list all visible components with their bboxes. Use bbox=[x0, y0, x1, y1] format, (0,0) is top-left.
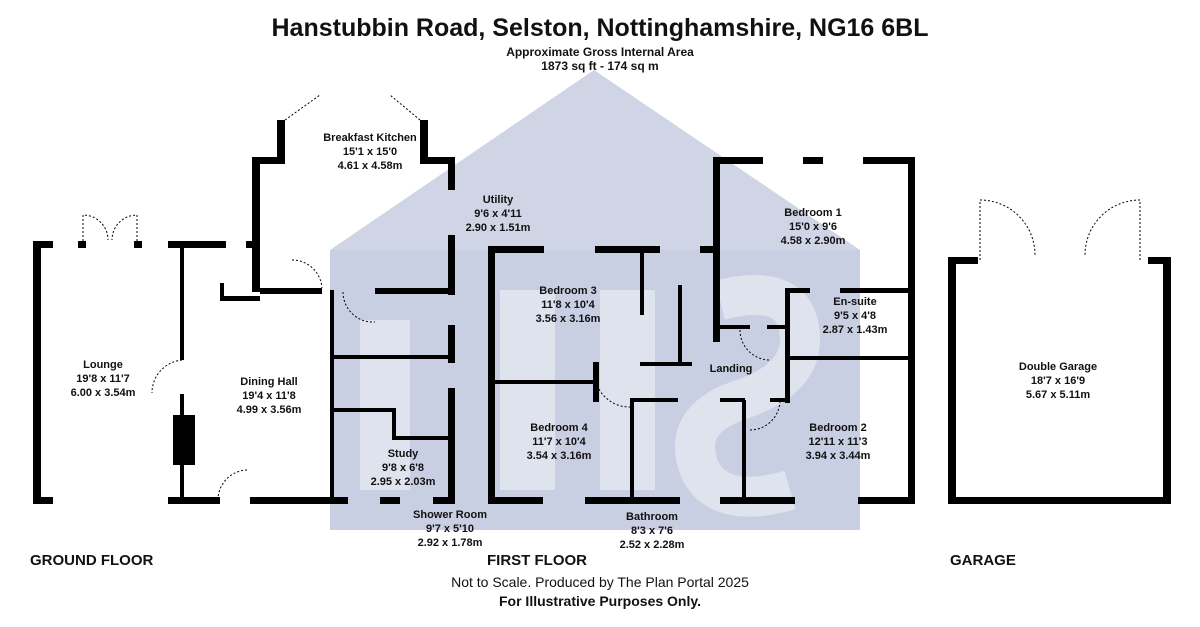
area-value: 1873 sq ft - 174 sq m bbox=[541, 59, 659, 73]
room-landing: Landing bbox=[709, 363, 753, 375]
label-first-floor: FIRST FLOOR bbox=[487, 552, 587, 569]
footer-disclaimer: For Illustrative Purposes Only. bbox=[498, 593, 701, 609]
label-ground-floor: GROUND FLOOR bbox=[30, 552, 154, 569]
area-label: Approximate Gross Internal Area bbox=[506, 45, 694, 59]
footer-note: Not to Scale. Produced by The Plan Porta… bbox=[451, 574, 749, 590]
label-garage: GARAGE bbox=[950, 552, 1016, 569]
page-title: Hanstubbin Road, Selston, Nottinghamshir… bbox=[271, 14, 929, 42]
